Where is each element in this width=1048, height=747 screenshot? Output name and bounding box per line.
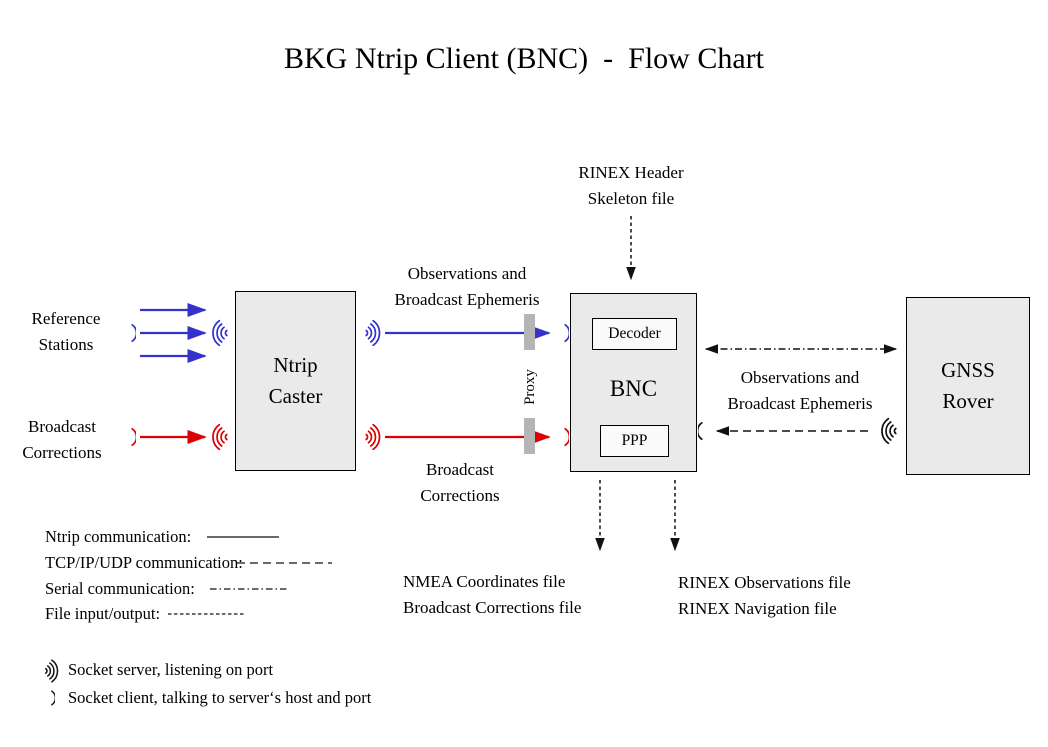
- gnss-rover-label-line1: GNSS: [941, 358, 995, 382]
- dash-dot-line-sample: [210, 588, 288, 590]
- legend-ntrip-communication: Ntrip communication:: [45, 527, 192, 546]
- rinex-header-skeleton-label: RINEX Header Skeleton file: [578, 163, 684, 208]
- nmea-files-label: NMEA Coordinates file Broadcast Correcti…: [403, 572, 582, 617]
- bnc-label: BNC: [609, 376, 658, 401]
- proxy-label: Proxy: [521, 369, 538, 405]
- broadcast-corrections-mid-label: Broadcast Corrections: [420, 460, 500, 505]
- reference-stations-label: Reference Stations: [31, 309, 101, 354]
- socket-server-legend-label: Socket server, listening on port: [68, 660, 274, 679]
- ntrip-caster-label-line2: Caster: [268, 384, 323, 408]
- long-dash-line-sample: [237, 562, 332, 564]
- proxy-bar-bottom: [524, 418, 535, 454]
- socket-client-icon: [564, 427, 569, 447]
- proxy-bar-top: [524, 314, 535, 350]
- ppp-label: PPP: [621, 432, 648, 449]
- page-title: BKG Ntrip Client (BNC) - Flow Chart: [284, 42, 764, 75]
- socket-server-icon: [212, 423, 228, 451]
- rinex-files-label: RINEX Observations file RINEX Navigation…: [678, 573, 851, 618]
- socket-client-icon: [564, 323, 569, 343]
- socket-client-icon: [131, 427, 136, 447]
- decoder-box: Decoder: [592, 318, 677, 350]
- socket-client-legend-label: Socket client, talking to server‘s host …: [68, 688, 372, 707]
- decoder-label: Decoder: [608, 325, 661, 342]
- gnss-rover-box: GNSS Rover: [906, 297, 1030, 475]
- ppp-box: PPP: [600, 425, 669, 457]
- bnc-box: Decoder BNC PPP: [570, 293, 697, 472]
- ntrip-caster-label-line1: Ntrip: [273, 353, 318, 377]
- socket-server-icon: [45, 659, 59, 683]
- broadcast-corrections-left-label: Broadcast Corrections: [22, 417, 102, 462]
- socket-server-icon: [881, 417, 897, 445]
- legend-tcp-communication: TCP/IP/UDP communication:: [45, 553, 243, 572]
- socket-server-icon: [365, 319, 381, 347]
- ntrip-caster-box: Ntrip Caster: [235, 291, 356, 471]
- solid-line-sample: [207, 536, 279, 538]
- socket-server-icon: [212, 319, 228, 347]
- legend-file-input-output: File input/output:: [45, 604, 161, 623]
- observations-ephemeris-top-label: Observations and Broadcast Ephemeris: [394, 264, 540, 309]
- observations-ephemeris-right-label: Observations and Broadcast Ephemeris: [727, 368, 873, 413]
- short-dash-line-sample: [168, 613, 246, 615]
- socket-server-icon: [365, 423, 381, 451]
- reference-station-arrows: [140, 302, 207, 364]
- gnss-rover-label-line2: Rover: [942, 389, 994, 413]
- socket-client-icon: [51, 690, 55, 706]
- legend-serial-communication: Serial communication:: [45, 579, 195, 598]
- socket-client-icon: [698, 421, 703, 441]
- socket-client-icon: [131, 323, 136, 343]
